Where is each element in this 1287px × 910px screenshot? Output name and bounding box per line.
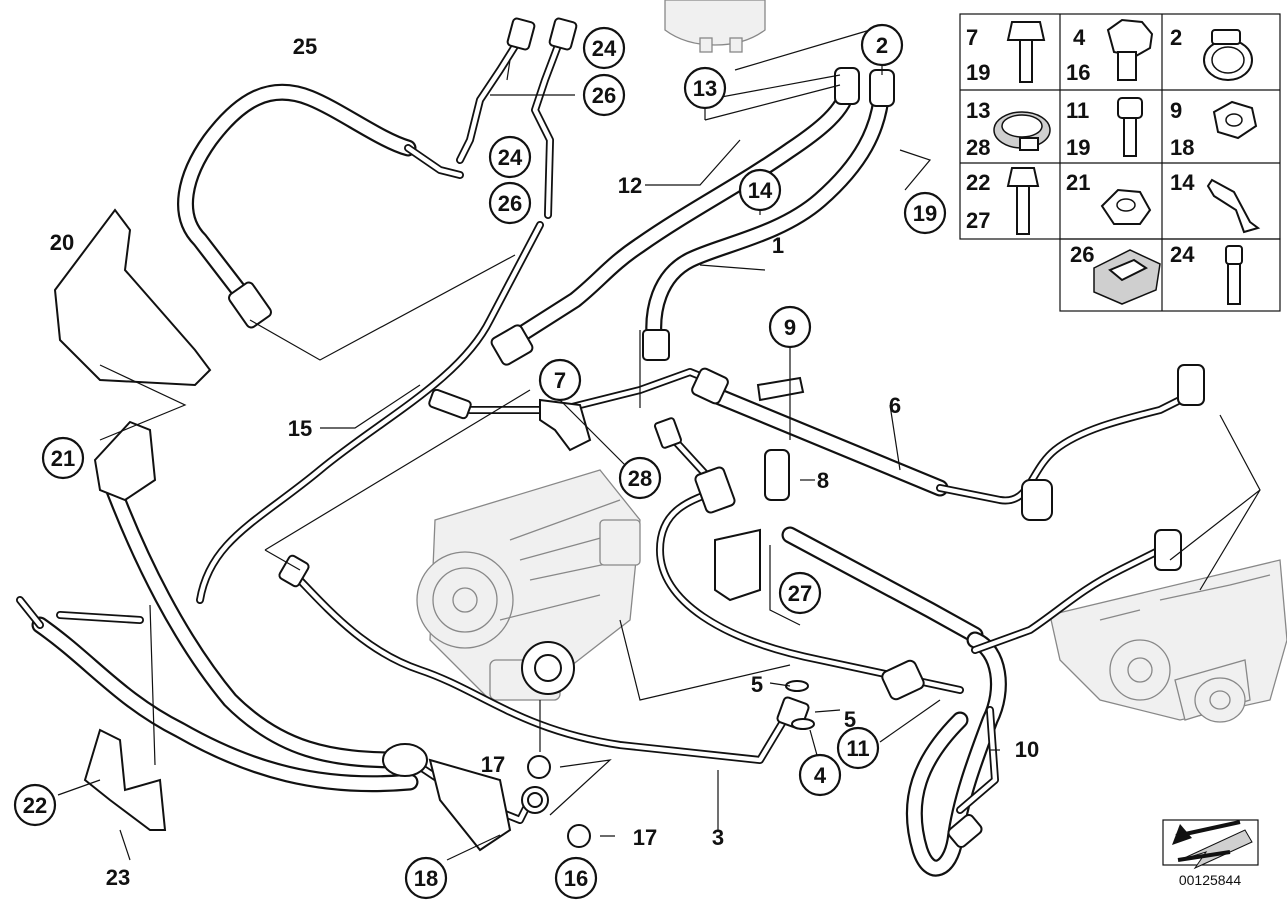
svg-text:19: 19 <box>1066 135 1090 160</box>
callouts: 2 13 24 26 24 26 14 19 9 7 21 28 27 11 4… <box>13 23 1039 900</box>
svg-text:4: 4 <box>1073 25 1086 50</box>
clip-nut-icon: 26 <box>1070 242 1161 305</box>
svg-text:19: 19 <box>913 201 937 226</box>
svg-text:28: 28 <box>628 466 652 491</box>
svg-text:13: 13 <box>693 76 717 101</box>
pipe-15 <box>196 221 544 604</box>
svg-text:24: 24 <box>592 36 617 61</box>
svg-text:14: 14 <box>748 178 773 203</box>
svg-text:13: 13 <box>966 98 990 123</box>
callout-14: 14 <box>738 168 782 212</box>
svg-text:18: 18 <box>1170 135 1194 160</box>
label-8: 8 <box>817 468 829 493</box>
label-6: 6 <box>889 393 901 418</box>
steering-gear-ghost <box>1049 559 1287 723</box>
callout-22: 22 <box>13 783 57 827</box>
svg-text:16: 16 <box>564 866 588 891</box>
callout-13: 13 <box>683 66 727 110</box>
label-15: 15 <box>288 416 312 441</box>
callout-18: 18 <box>404 856 448 900</box>
svg-text:24: 24 <box>1170 242 1195 267</box>
svg-text:22: 22 <box>23 793 47 818</box>
svg-text:27: 27 <box>966 208 990 233</box>
svg-text:16: 16 <box>1066 60 1090 85</box>
svg-text:2: 2 <box>876 33 888 58</box>
banjo-bolt-icon: 4 16 <box>1066 18 1154 85</box>
svg-text:19: 19 <box>966 60 990 85</box>
label-20: 20 <box>50 230 74 255</box>
svg-text:2: 2 <box>1170 25 1182 50</box>
label-25: 25 <box>293 34 317 59</box>
svg-text:21: 21 <box>51 446 75 471</box>
arrow-icon <box>1162 819 1259 870</box>
callout-16: 16 <box>554 856 598 900</box>
label-17a: 17 <box>481 752 505 777</box>
pump-ghost <box>416 469 641 701</box>
callout-24b: 24 <box>488 135 532 179</box>
svg-text:26: 26 <box>1070 242 1094 267</box>
label-23: 23 <box>106 865 130 890</box>
label-12: 12 <box>618 173 642 198</box>
svg-text:4: 4 <box>814 763 827 788</box>
fittings <box>228 17 1205 849</box>
callout-24a: 24 <box>582 26 626 70</box>
hose-clamp-icon: 2 <box>1170 25 1253 81</box>
svg-text:26: 26 <box>592 83 616 108</box>
svg-text:7: 7 <box>966 25 978 50</box>
hose-25 <box>177 83 464 314</box>
svg-text:24: 24 <box>498 145 523 170</box>
parts-table: 7 19 4 16 2 13 28 11 19 <box>959 13 1281 312</box>
hose-return-left <box>31 471 419 793</box>
hose-clip-icon: 14 <box>1170 170 1261 234</box>
svg-text:9: 9 <box>1170 98 1182 123</box>
svg-text:27: 27 <box>788 581 812 606</box>
label-10: 10 <box>1015 737 1039 762</box>
clamp-ring-icon: 13 28 <box>966 98 1051 160</box>
callout-26a: 26 <box>582 73 626 117</box>
socket-screw-icon: 11 19 <box>1066 97 1143 160</box>
svg-text:9: 9 <box>784 315 796 340</box>
svg-text:7: 7 <box>554 368 566 393</box>
pipe-3 <box>286 566 794 764</box>
svg-text:11: 11 <box>846 736 869 761</box>
flange-bolt-icon: 22 27 <box>966 167 1040 235</box>
pipe-11 <box>656 426 1164 694</box>
hose-6 <box>706 386 1194 505</box>
document-id: 00125844 <box>1179 872 1242 888</box>
callout-19: 19 <box>903 191 947 235</box>
svg-text:28: 28 <box>966 135 990 160</box>
reservoir-ghost <box>664 0 766 53</box>
callout-9: 9 <box>768 305 812 349</box>
label-5a: 5 <box>751 672 763 697</box>
label-17b: 17 <box>633 825 657 850</box>
callout-27: 27 <box>778 571 822 615</box>
hose-12 <box>511 79 857 344</box>
callout-26b: 26 <box>488 181 532 225</box>
callout-21: 21 <box>41 436 85 480</box>
hex-nut-icon: 9 18 <box>1170 98 1258 160</box>
stud-bolt-icon: 24 <box>1170 242 1243 305</box>
label-5b: 5 <box>844 707 856 732</box>
callout-11: 11 <box>836 726 880 770</box>
svg-text:14: 14 <box>1170 170 1195 195</box>
label-1: 1 <box>772 233 784 258</box>
svg-text:21: 21 <box>1066 170 1090 195</box>
hex-bolt-icon: 7 19 <box>966 21 1046 85</box>
callout-4: 4 <box>798 753 842 797</box>
hose-1 <box>645 79 891 354</box>
callout-2: 2 <box>860 23 904 67</box>
hose-pressure-main <box>781 526 984 644</box>
callout-28: 28 <box>618 456 662 500</box>
flange-nut-icon: 21 <box>1066 170 1152 225</box>
brackets <box>53 208 805 852</box>
svg-text:11: 11 <box>1066 98 1089 123</box>
svg-text:26: 26 <box>498 191 522 216</box>
svg-text:18: 18 <box>414 866 438 891</box>
callout-7: 7 <box>538 358 582 402</box>
svg-text:22: 22 <box>966 170 990 195</box>
pipe-24-26 <box>456 31 566 219</box>
label-3: 3 <box>712 825 724 850</box>
